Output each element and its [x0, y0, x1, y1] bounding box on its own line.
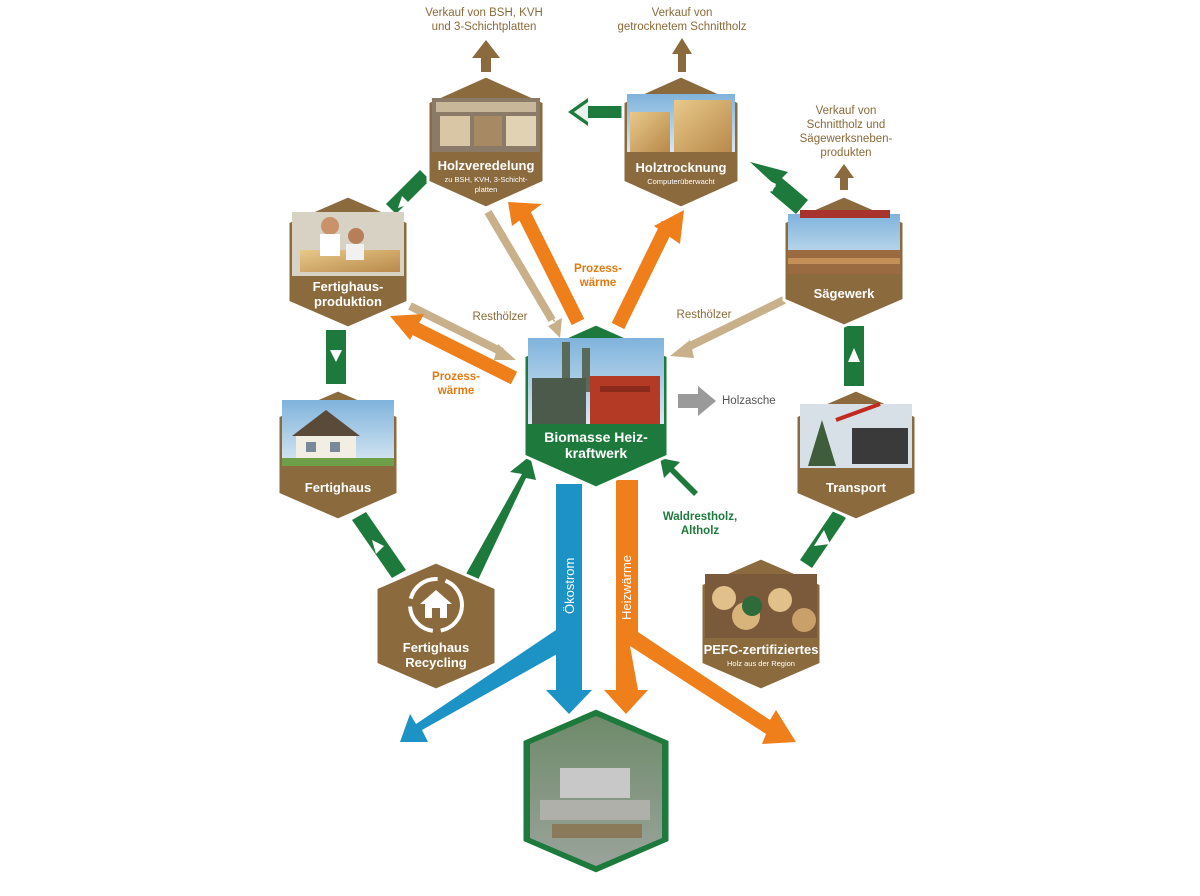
energy-flows [400, 480, 796, 744]
fertighausproduktion-title2: produktion [314, 294, 382, 309]
label-prozess-left: Prozess- wärme [432, 371, 480, 397]
holztrocknung-sub1: Computerüberwacht [647, 177, 715, 186]
svg-text:Sägewerksneben-: Sägewerksneben- [800, 133, 893, 145]
label-sale-dried: Verkauf von getrocknetem Schnittholz [617, 7, 746, 33]
svg-text:Verkauf von: Verkauf von [652, 7, 713, 19]
label-sale-bsh: Verkauf von BSH, KVH und 3-Schichtplatte… [425, 7, 543, 33]
log-end [712, 586, 736, 610]
pefc-title: PEFC-zertifiziertes [704, 642, 819, 657]
label-heizwaerme: Heizwärme [619, 555, 634, 620]
node-pefc: PEFC-zertifiziertes Holz aus der Region [699, 556, 823, 692]
node-fertighausproduktion: Fertighaus- produktion [286, 194, 410, 330]
node-recycling: Fertighaus Recycling [374, 560, 498, 692]
arrow-recycling-to-kraftwerk [466, 456, 536, 580]
arrow-veredelung-to-produktion [386, 170, 430, 214]
svg-text:Prozess-: Prozess- [574, 263, 622, 275]
recycling-title1: Fertighaus [403, 640, 469, 655]
label-waldrest: Waldrestholz, Altholz [663, 511, 737, 537]
fertighaus-title: Fertighaus [305, 480, 371, 495]
fertighausproduktion-title1: Fertighaus- [313, 279, 384, 294]
svg-text:Waldrestholz,: Waldrestholz, [663, 511, 737, 523]
node-holzveredelung: Holzveredelung zu BSH, KVH, 3-Schicht- p… [426, 74, 546, 210]
saegewerk-title: Sägewerk [814, 286, 875, 301]
kraftwerk-title2: kraftwerk [565, 445, 627, 461]
cycle-arrows [326, 98, 864, 580]
label-prozess-top: Prozess- wärme [574, 263, 622, 289]
svg-text:Altholz: Altholz [681, 525, 720, 537]
heat-arrows [390, 202, 716, 416]
node-fertighaus: Fertighaus [276, 388, 400, 522]
node-transport: Transport [794, 388, 918, 522]
node-holztrocknung: Holztrocknung Computerüberwacht [621, 74, 741, 210]
transport-title: Transport [826, 480, 887, 495]
svg-text:Verkauf von BSH, KVH: Verkauf von BSH, KVH [425, 7, 543, 19]
svg-text:wärme: wärme [579, 277, 616, 289]
recycling-title2: Recycling [405, 655, 466, 670]
heizwaerme-flow [604, 480, 796, 744]
holzveredelung-sub2: platten [475, 185, 498, 194]
svg-text:produkten: produkten [820, 147, 871, 159]
label-sale-sawn: Verkauf von Schnittholz und Sägewerksneb… [800, 105, 893, 159]
arrow-waldrestholz-in [660, 458, 698, 496]
svg-text:getrocknetem Schnittholz: getrocknetem Schnittholz [617, 21, 746, 33]
node-factory [520, 706, 672, 876]
node-kraftwerk: Biomasse Heiz- kraftwerk [522, 322, 670, 490]
holzveredelung-sub1: zu BSH, KVH, 3-Schicht- [445, 175, 528, 184]
node-saegewerk: Sägewerk [782, 194, 906, 328]
pefc-sub1: Holz aus der Region [727, 659, 795, 668]
label-holzasche: Holzasche [722, 395, 776, 407]
svg-text:Schnittholz und: Schnittholz und [807, 119, 886, 131]
svg-text:Verkauf von: Verkauf von [816, 105, 877, 117]
sale-arrows [472, 38, 854, 190]
residue-arrows [408, 209, 786, 360]
holztrocknung-title: Holztrocknung [636, 160, 727, 175]
svg-text:wärme: wärme [437, 385, 474, 397]
recycle-house-icon [408, 577, 464, 633]
arrow-saegewerk-to-trocknung [750, 162, 808, 214]
svg-text:und 3-Schichtplatten: und 3-Schichtplatten [432, 21, 537, 33]
label-rest-left: Resthölzer [473, 311, 528, 323]
svg-text:Prozess-: Prozess- [432, 371, 480, 383]
arrow-trocknung-to-veredelung [568, 98, 622, 126]
oekostrom-flow [400, 484, 582, 742]
label-oekostrom: Ökostrom [562, 558, 577, 614]
kraftwerk-title1: Biomasse Heiz- [544, 429, 648, 445]
holzveredelung-title: Holzveredelung [438, 158, 535, 173]
label-rest-right: Resthölzer [677, 309, 732, 321]
